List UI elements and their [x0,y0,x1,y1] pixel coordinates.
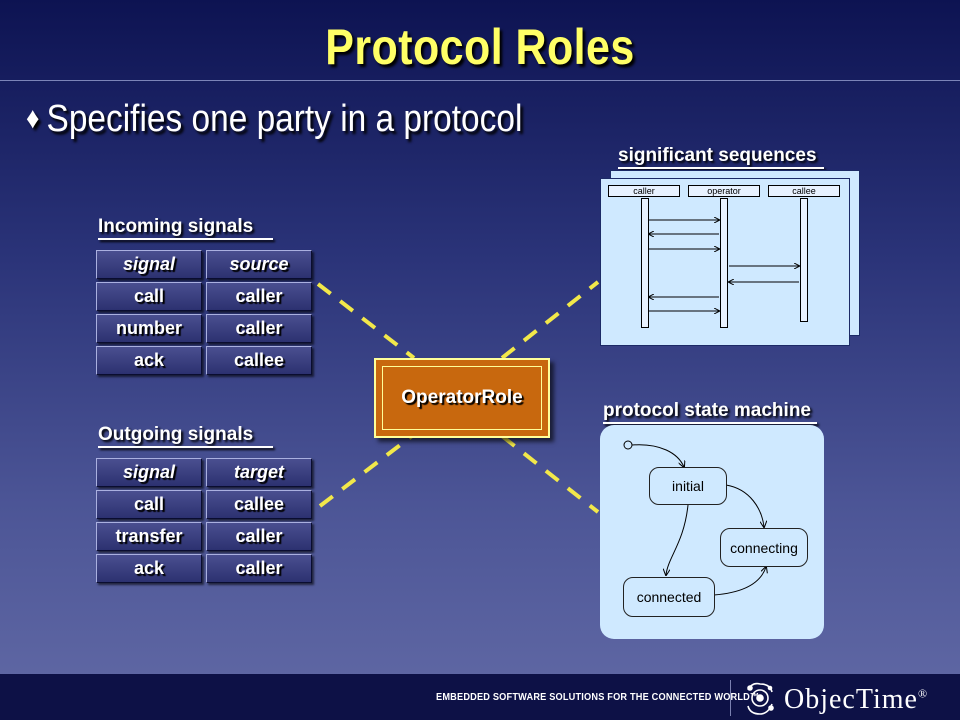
lifeline-operator-header: operator [688,185,760,197]
transition [631,444,684,467]
outgoing-cell: caller [206,554,312,583]
incoming-cell: callee [206,346,312,375]
outgoing-signals-label: Outgoing signals [98,424,254,445]
incoming-signals-table: signal source call caller number caller … [96,250,312,375]
outgoing-cell: ack [96,554,202,583]
transition [725,484,764,527]
transition [713,567,766,596]
incoming-cell: caller [206,282,312,311]
state-machine-label-underline [603,422,817,424]
incoming-cell: number [96,314,202,343]
initial-pseudostate [623,440,633,450]
objectime-brand: ObjecTime® [784,684,928,716]
outgoing-cell: callee [206,490,312,519]
state-connected: connected [623,577,715,617]
slide-title: Protocol Roles [325,19,635,75]
state-initial: initial [649,467,727,505]
sequence-diagram: caller operator callee [600,178,850,346]
sequence-messages [601,179,849,345]
objectime-logo-icon [747,682,774,715]
state-transitions [623,440,824,596]
incoming-label-underline [98,238,273,240]
outgoing-label-underline [98,446,273,448]
outgoing-cell: caller [206,522,312,551]
incoming-signals-label: Incoming signals [98,216,254,237]
outgoing-cell: call [96,490,202,519]
incoming-header-signal: signal [96,250,202,279]
incoming-cell: call [96,282,202,311]
diamond-bullet-icon: ♦ [26,102,40,135]
state-machine-diagram: initial connecting connected [600,425,824,639]
lifeline-caller-header: caller [608,185,680,197]
lifeline-caller-bar [641,198,649,328]
lifeline-callee-bar [800,198,808,322]
state-connecting: connecting [720,528,808,567]
incoming-cell: caller [206,314,312,343]
incoming-cell: ack [96,346,202,375]
lifeline-callee-header: callee [768,185,840,197]
outgoing-header-target: target [206,458,312,487]
footer-tagline: EMBEDDED SOFTWARE SOLUTIONS FOR THE CONN… [436,692,760,703]
outgoing-cell: transfer [96,522,202,551]
registered-mark: ® [917,686,929,701]
footer-separator [730,680,731,716]
brand-name: ObjecTime [784,684,918,715]
connector-outgoing [318,434,414,508]
footer-band [0,674,960,720]
connector-incoming [316,282,416,360]
state-machine-label: protocol state machine [603,400,811,421]
incoming-header-source: source [206,250,312,279]
connector-state-machine [500,434,600,514]
outgoing-signals-table: signal target call callee transfer calle… [96,458,312,583]
title-divider [0,80,960,81]
connector-sequences [500,280,600,360]
sequences-label: significant sequences [618,145,817,166]
operator-role-label: OperatorRole [382,366,542,430]
transition [666,504,689,575]
bullet-point: ♦Specifies one party in a protocol [26,98,522,141]
bullet-text: Specifies one party in a protocol [46,98,523,140]
operator-role-box: OperatorRole [374,358,550,438]
outgoing-header-signal: signal [96,458,202,487]
sequences-label-underline [618,167,824,169]
lifeline-operator-bar [720,198,728,328]
